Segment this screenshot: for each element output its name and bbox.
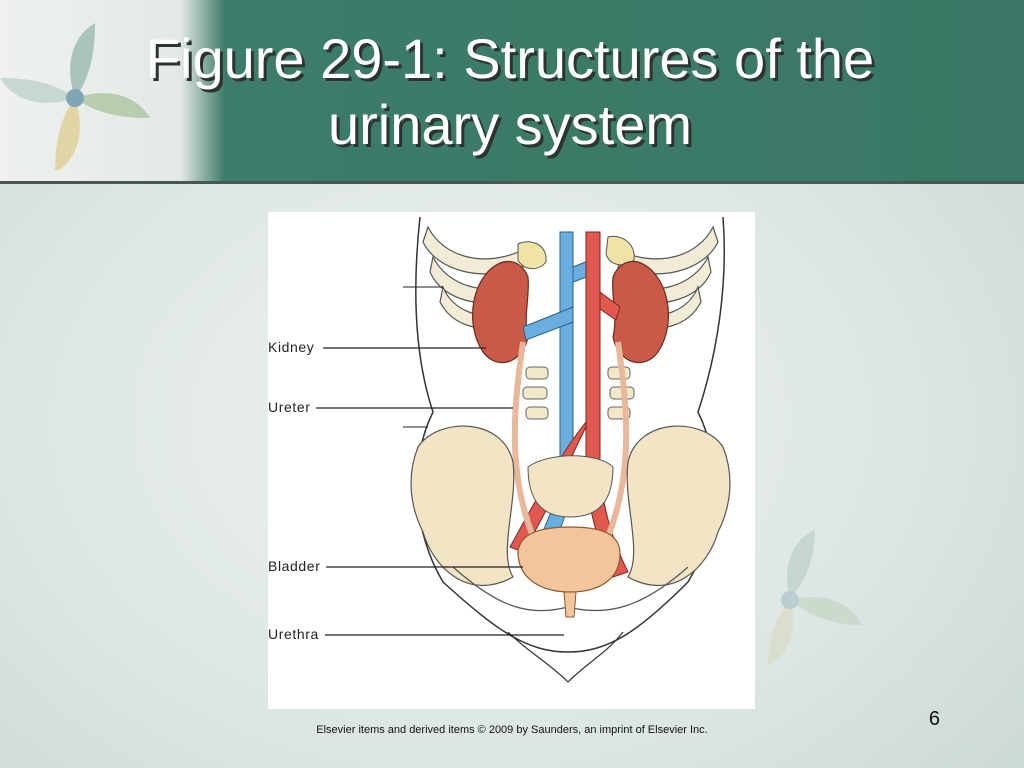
title-banner xyxy=(0,0,1024,183)
page-number: 6 xyxy=(928,708,940,730)
urinary-system-figure: Kidney Ureter Bladder Urethra xyxy=(268,212,755,709)
slide-title: Figure 29-1: Structures of the urinary s… xyxy=(60,26,960,158)
urinary-anatomy-illustration xyxy=(316,216,731,683)
copyright-notice: Elsevier items and derived items © 2009 … xyxy=(316,724,708,736)
banner-divider xyxy=(0,181,1024,184)
kidney-label: Kidney xyxy=(268,339,315,355)
bladder-label: Bladder xyxy=(268,558,321,574)
title-line-1: Figure 29-1: Structures of the xyxy=(145,27,875,90)
title-line-2: urinary system xyxy=(327,93,693,156)
urethra-label: Urethra xyxy=(268,626,319,642)
pinwheel-logo-icon xyxy=(0,23,150,170)
ureter-label: Ureter xyxy=(268,399,311,415)
watermark-pinwheel-icon xyxy=(768,530,862,665)
